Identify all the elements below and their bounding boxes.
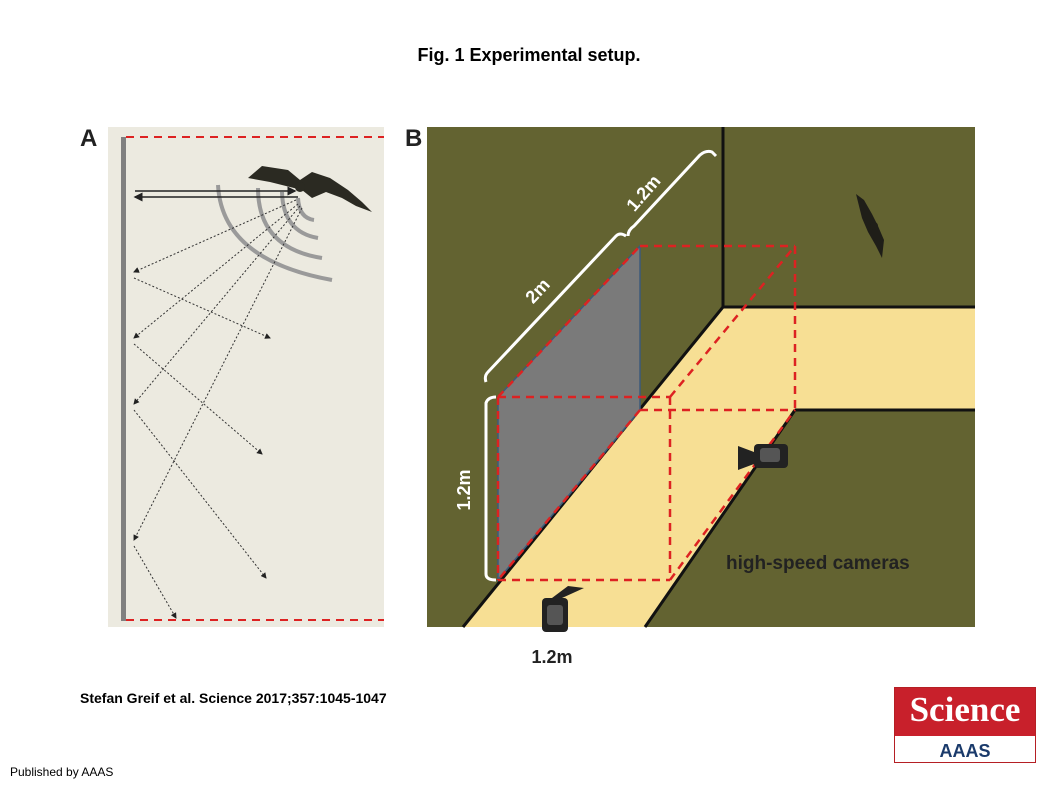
reflected-rays (133, 199, 303, 619)
panel-b: B (405, 125, 975, 667)
cameras-label: high-speed cameras (726, 553, 910, 574)
panel-b-label: B (405, 125, 422, 152)
flight-volume-dashed-box (496, 244, 797, 582)
publisher-note: Published by AAAS (10, 765, 114, 779)
panel-a-label: A (80, 125, 97, 152)
floor (463, 307, 975, 627)
aaas-text: AAAS (939, 741, 990, 761)
camera-icon-bottom (542, 586, 584, 632)
dimension-brackets (460, 149, 718, 642)
figure-illustration: A B (80, 125, 975, 667)
panel-a-wall (121, 137, 126, 621)
echolocation-calls (216, 184, 333, 282)
bat-icon (248, 166, 372, 212)
aaas-logo: AAAS (939, 741, 990, 761)
figure-title: Fig. 1 Experimental setup. (417, 45, 641, 65)
citation: Stefan Greif et al. Science 2017;357:104… (80, 690, 387, 706)
panel-a-background (108, 127, 384, 627)
science-logo: Science AAAS (894, 687, 1036, 763)
logo-banner: Science (895, 688, 1035, 736)
dim-bottom-label: 1.2m (531, 647, 572, 667)
bat-icon-panel-b (856, 194, 884, 258)
panel-a: A (80, 125, 384, 627)
dim-left-label: 1.2m (454, 469, 474, 510)
logo-wordmark: Science (909, 690, 1021, 729)
camera-icon-right (738, 444, 788, 470)
